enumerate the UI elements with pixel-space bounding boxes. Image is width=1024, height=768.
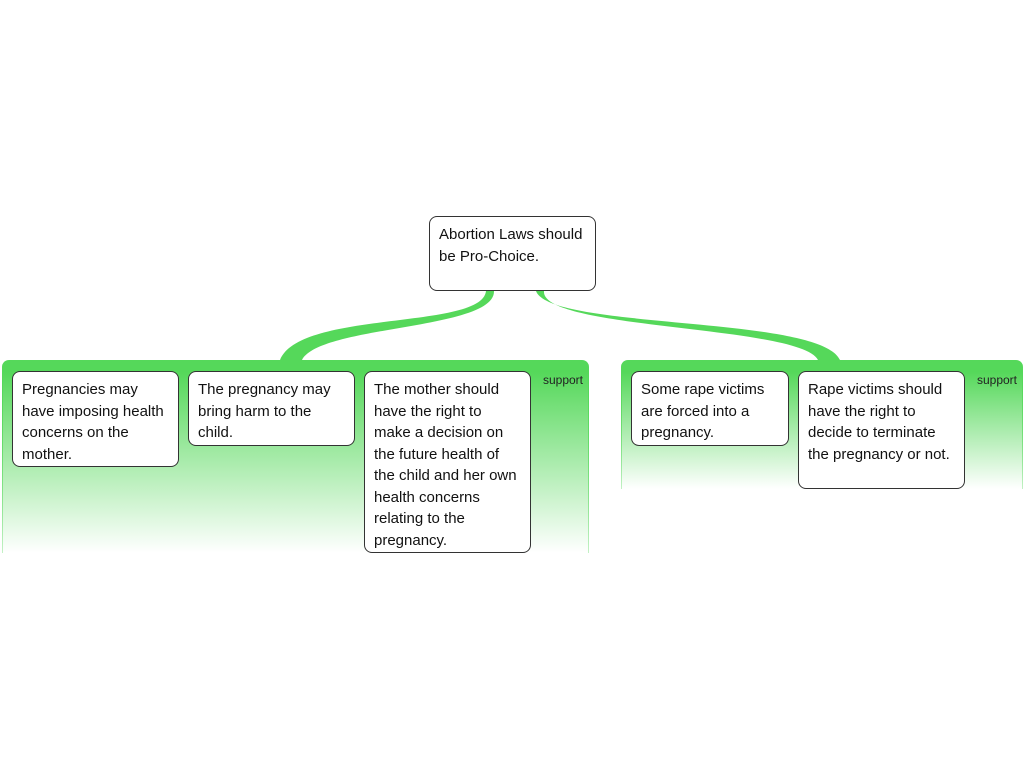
contention-box[interactable]: Abortion Laws should be Pro-Choice. (429, 216, 596, 291)
connector-right (536, 291, 840, 360)
reason-box[interactable]: The pregnancy may bring harm to the chil… (188, 371, 355, 446)
support-label: support (542, 373, 583, 387)
reason-box[interactable]: Rape victims should have the right to de… (798, 371, 965, 489)
reason-box[interactable]: Pregnancies may have imposing health con… (12, 371, 179, 467)
connector-left (280, 291, 495, 360)
reason-box[interactable]: Some rape victims are forced into a preg… (631, 371, 789, 446)
reason-box[interactable]: The mother should have the right to make… (364, 371, 531, 553)
support-label: support (976, 373, 1017, 387)
